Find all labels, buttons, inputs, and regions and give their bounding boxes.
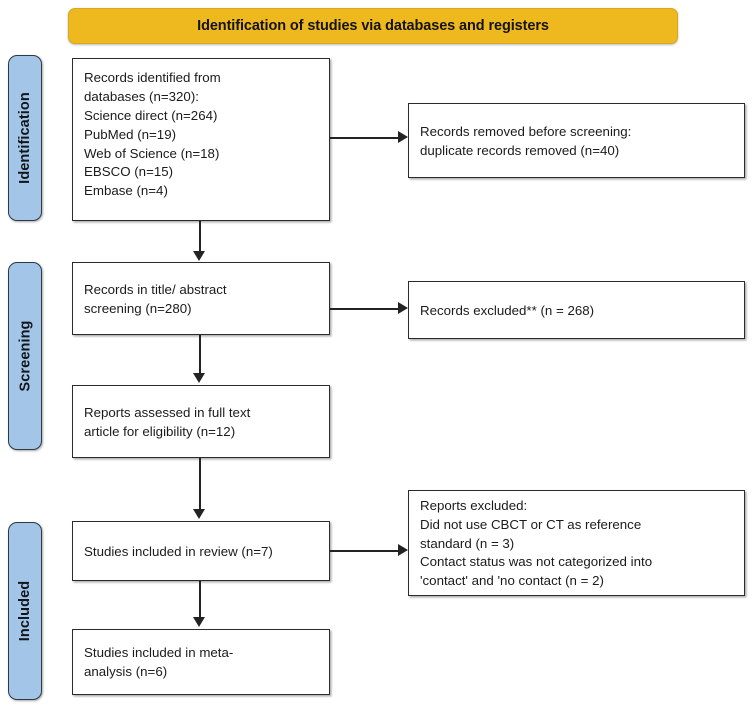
stage-label-identification-text: Identification	[17, 92, 33, 184]
node-studies-included-meta-analysis: Studies included in meta- analysis (n=6)	[72, 629, 330, 695]
connector-screened-to-excluded	[330, 308, 400, 310]
node-reports-excluded-text: Reports excluded: Did not use CBCT or CT…	[420, 497, 653, 589]
stage-label-included: Included	[8, 522, 42, 700]
arrow-right-icon	[398, 544, 408, 556]
node-studies-included-meta-analysis-text: Studies included in meta- analysis (n=6)	[84, 645, 234, 679]
arrow-down-icon	[193, 251, 205, 261]
node-records-excluded: Records excluded** (n = 268)	[408, 281, 745, 339]
stage-label-identification: Identification	[8, 55, 42, 221]
node-records-excluded-text: Records excluded** (n = 268)	[420, 302, 595, 318]
stage-label-screening: Screening	[8, 262, 42, 450]
node-records-identified-text: Records identified from databases (n=320…	[84, 70, 221, 199]
node-records-removed-text: Records removed before screening: duplic…	[420, 123, 632, 158]
connector-identified-to-removed	[330, 137, 400, 139]
arrow-down-icon	[193, 509, 205, 519]
node-records-screened: Records in title/ abstract screening (n=…	[72, 262, 330, 335]
arrow-right-icon	[398, 302, 408, 314]
arrow-down-icon	[193, 373, 205, 383]
node-studies-included-review-text: Studies included in review (n=7)	[84, 543, 273, 559]
node-reports-assessed-fulltext: Reports assessed in full text article fo…	[72, 385, 330, 458]
node-records-screened-text: Records in title/ abstract screening (n=…	[84, 281, 227, 316]
connector-identified-to-screened	[199, 221, 201, 253]
connector-included-review-to-reports-excluded	[330, 550, 400, 552]
node-records-removed: Records removed before screening: duplic…	[408, 103, 745, 178]
node-reports-excluded: Reports excluded: Did not use CBCT or CT…	[408, 490, 745, 596]
node-reports-assessed-fulltext-text: Reports assessed in full text article fo…	[84, 404, 251, 439]
banner-title: Identification of studies via databases …	[197, 18, 549, 34]
stage-label-included-text: Included	[17, 580, 34, 642]
connector-included-review-to-meta	[199, 581, 201, 619]
node-studies-included-review: Studies included in review (n=7)	[72, 521, 330, 581]
connector-screened-to-fulltext	[199, 335, 201, 375]
arrow-down-icon	[193, 617, 205, 627]
node-records-identified: Records identified from databases (n=320…	[72, 58, 330, 221]
stage-label-screening-text: Screening	[17, 320, 34, 392]
diagram-banner: Identification of studies via databases …	[68, 8, 678, 44]
connector-fulltext-to-included-review	[199, 458, 201, 511]
arrow-right-icon	[398, 131, 408, 143]
